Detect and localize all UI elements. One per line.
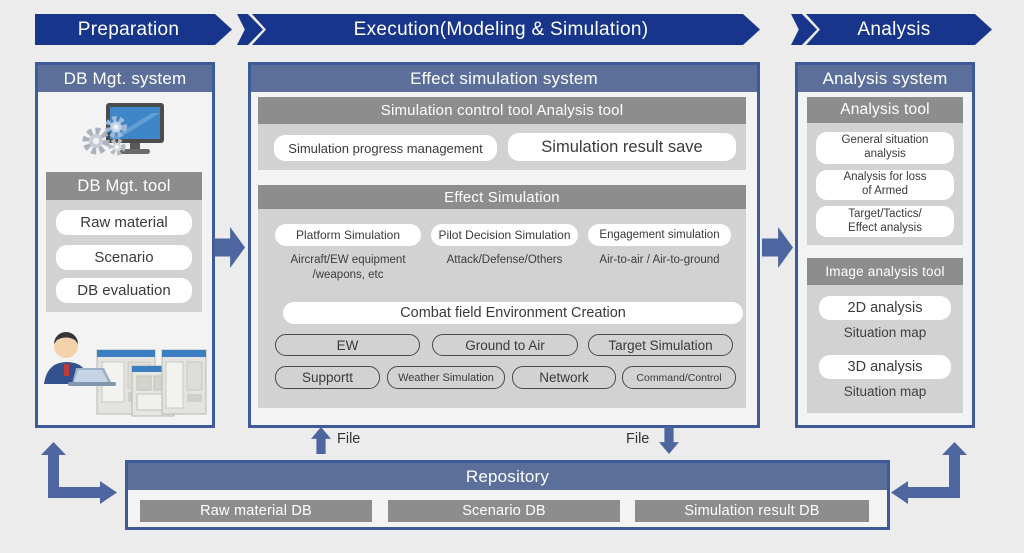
sim-result-save-node: Simulation result save <box>508 133 736 161</box>
banner-execution: Execution(Modeling & Simulation) <box>252 14 760 45</box>
l-arrow-up-right-icon <box>41 442 117 504</box>
3d-situation-map-caption: Situation map <box>843 384 927 399</box>
analyst-workstation-icon <box>44 332 207 417</box>
raw-material-item: Raw material <box>56 210 192 235</box>
db-mgt-system-title: DB Mgt. system <box>38 65 212 92</box>
network-node: Network <box>512 366 616 389</box>
arrow-up-icon <box>311 427 331 454</box>
arrow-down-icon <box>659 427 679 454</box>
platform-simulation-desc: Aircraft/EW equipment /weapons, etc <box>290 254 406 281</box>
repository-title: Repository <box>128 463 887 490</box>
platform-simulation-node: Platform Simulation <box>275 224 421 246</box>
analysis-system-box: Analysis system Analysis tool General si… <box>795 62 975 428</box>
general-situation-analysis-node: General situation analysis <box>816 132 954 164</box>
analysis-tool-title: Analysis tool <box>807 97 963 123</box>
engagement-desc: Air-to-air / Air-to-ground <box>599 254 720 266</box>
simulation-result-db-node: Simulation result DB <box>635 500 869 522</box>
raw-material-db-node: Raw material DB <box>140 500 372 522</box>
2d-situation-map-caption: Situation map <box>843 325 927 340</box>
target-simulation-node: Target Simulation <box>588 334 733 356</box>
app-window-icon <box>161 349 207 415</box>
person-icon <box>44 332 116 386</box>
weather-simulation-node: Weather Simulation <box>387 366 505 389</box>
target-tactics-effect-node: Target/Tactics/ Effect analysis <box>816 206 954 237</box>
ground-to-air-node: Ground to Air <box>432 334 578 356</box>
analysis-tool-panel: Analysis tool General situation analysis… <box>807 97 963 245</box>
gears-monitor-icon <box>82 103 164 156</box>
file-label: File <box>626 431 650 447</box>
effect-simulation-system-title: Effect simulation system <box>251 65 757 92</box>
image-analysis-tool-panel: Image analysis tool 2D analysis Situatio… <box>807 258 963 413</box>
db-mgt-system-box: DB Mgt. system DB Mgt. tool Raw material… <box>35 62 215 428</box>
ew-node: EW <box>275 334 420 356</box>
file-label: File <box>337 431 361 447</box>
effect-simulation-system-box: Effect simulation system Simulation cont… <box>248 62 760 428</box>
combat-field-env-node: Combat field Environment Creation <box>283 302 743 324</box>
arrow-right-icon <box>762 227 793 268</box>
loss-of-armed-analysis-node: Analysis for loss of Armed <box>816 170 954 200</box>
analysis-system-title: Analysis system <box>798 65 972 92</box>
l-arrow-up-left-icon <box>891 442 967 504</box>
3d-analysis-node: 3D analysis <box>819 355 951 379</box>
pilot-decision-desc: Attack/Defense/Others <box>446 254 563 266</box>
2d-analysis-node: 2D analysis <box>819 296 951 320</box>
banner-analysis: Analysis <box>806 14 992 45</box>
db-mgt-tool-panel: DB Mgt. tool Raw material Scenario DB ev… <box>46 172 202 312</box>
support-node: Supportt <box>275 366 380 389</box>
banner-preparation: Preparation <box>35 14 232 45</box>
scenario-item: Scenario <box>56 245 192 270</box>
effect-simulation-section: Effect Simulation Platform Simulation Pi… <box>258 185 746 408</box>
simulation-control-title: Simulation control tool Analysis tool <box>258 97 746 124</box>
pilot-decision-simulation-node: Pilot Decision Simulation <box>431 224 578 246</box>
sim-progress-mgmt-node: Simulation progress management <box>274 135 497 161</box>
image-analysis-tool-title: Image analysis tool <box>807 258 963 285</box>
arrow-right-icon <box>214 227 245 268</box>
repository-box: Repository Raw material DB Scenario DB S… <box>125 460 890 530</box>
effect-simulation-title: Effect Simulation <box>258 185 746 209</box>
db-mgt-tool-title: DB Mgt. tool <box>46 172 202 200</box>
db-evaluation-item: DB evaluation <box>56 278 192 303</box>
command-control-node: Command/Control <box>622 366 736 389</box>
engagement-simulation-node: Engagement simulation <box>588 224 731 246</box>
simulation-control-section: Simulation control tool Analysis tool Si… <box>258 97 746 170</box>
scenario-db-node: Scenario DB <box>388 500 620 522</box>
